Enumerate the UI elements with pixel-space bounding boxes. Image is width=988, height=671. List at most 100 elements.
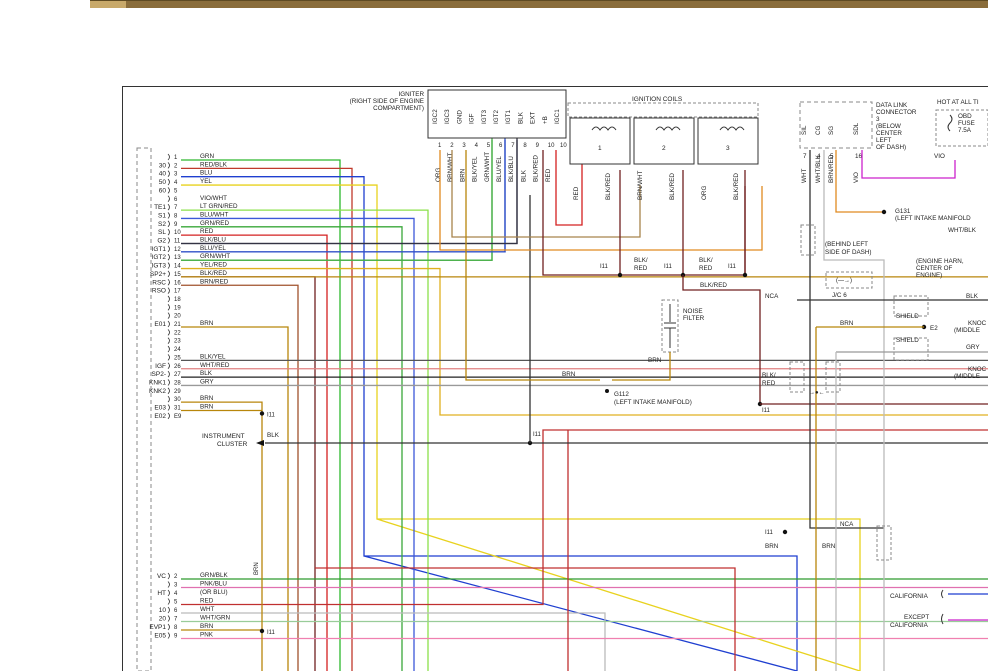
coil-winding-icon <box>655 126 681 131</box>
pin-bracket <box>167 354 170 361</box>
igniter-pin-num: 9 <box>536 143 540 149</box>
ecm-pin-11: 11 <box>174 239 181 245</box>
dlc-title: DATA LINK <box>876 102 908 109</box>
ecm-wire-row-10 <box>181 234 328 671</box>
ecm-pin-7: 7 <box>174 617 178 623</box>
instrument-wire-label: BLK <box>267 432 280 439</box>
ecm-wire-label: BLK/BLU <box>200 237 226 244</box>
igniter-title: COMPARTMENT) <box>373 105 424 112</box>
arrow-icon <box>256 440 264 446</box>
ecm-pin-23: 23 <box>174 339 181 345</box>
ecm-signal-20: 20 <box>159 616 167 623</box>
igniter-wire-label: RED <box>545 168 552 182</box>
splice-wire-label: RED <box>634 265 648 272</box>
ecm-wire-label: (OR BLU) <box>200 589 228 596</box>
igniter-pin-num: 4 <box>475 143 479 149</box>
knock-label: (MIDDLE <box>954 327 980 334</box>
ecm-pin-5: 5 <box>174 600 178 606</box>
coils-title: IGNITION COILS <box>632 96 683 103</box>
igniter-wire-label: BLK <box>520 169 527 182</box>
ecm-wire-label: GRN/WHT <box>200 253 230 260</box>
ecm-signal-10: 10 <box>159 607 167 614</box>
ecm-wire-label: BLK <box>200 370 213 377</box>
knock-label: KNOC <box>968 320 987 327</box>
coil-box-3 <box>697 117 759 165</box>
igniter-pin-igf: IGF <box>469 113 476 124</box>
ecm-wire-row-3 <box>181 176 798 671</box>
wire-brn-red <box>835 150 884 213</box>
igniter-pin-igt1: IGT1 <box>505 110 512 124</box>
igniter-pin-igt2: IGT2 <box>493 110 500 124</box>
ground-g131-wire: WHT/BLK <box>948 227 977 234</box>
obd-wire-label: VIO <box>934 153 945 160</box>
dlc-wire-label: VIO <box>853 172 860 183</box>
igniter-wire-label: BLK/RED <box>533 155 540 182</box>
obd-fuse-label: OBD <box>958 113 972 120</box>
ground-bus <box>181 401 263 671</box>
knock-wire-gry: GRY <box>966 344 980 351</box>
pin-bracket <box>167 212 170 219</box>
igniter-pin-num: 5 <box>487 143 491 149</box>
splice-wire-label: BLK/ <box>634 257 648 264</box>
dlc-title: 3 <box>876 116 880 123</box>
coil-wire-label: RED <box>573 186 580 200</box>
coil-wire-label: BLK/RED <box>733 173 740 200</box>
right-wire-brn: BRN <box>765 543 779 550</box>
engine-harness-label: (ENGINE HARN, <box>916 258 964 265</box>
dlc-pin-num: 16 <box>855 153 863 160</box>
ecm-signal-sp2+: SP2+ <box>150 271 166 278</box>
ecm-wire-row-9 <box>181 226 403 671</box>
pin-bracket <box>167 395 170 403</box>
ecm-wire-label: RED <box>200 228 214 235</box>
splice-wire-label: RED <box>762 380 776 387</box>
jc6-location: (BEHIND LEFT <box>825 241 868 248</box>
ecm-signal-rso: RSO <box>152 288 166 295</box>
ecm-pin-30: 30 <box>174 397 181 403</box>
instrument-cluster-label: CLUSTER <box>217 441 248 448</box>
splice-label: I11 <box>267 413 276 419</box>
pin-bracket <box>167 362 170 370</box>
wire-filter-brn <box>612 352 671 381</box>
pin-bracket <box>167 162 170 169</box>
ecm-signal-vc: VC <box>157 573 166 580</box>
ecm-pin-18: 18 <box>174 297 181 303</box>
ecm-wire-row-2 <box>181 167 353 671</box>
splice-label: I11 <box>267 630 276 636</box>
dlc-title: CENTER <box>876 130 902 137</box>
ecm-wire-label: LT GRN/RED <box>200 203 238 210</box>
ecm-pin-27: 27 <box>174 372 181 378</box>
ecm-signal-te1: TE1 <box>154 204 166 211</box>
dlc-pin-num: 7 <box>803 153 807 160</box>
jc6-location: SIDE OF DASH) <box>825 249 872 256</box>
ecm-wire-label: RED/BLK <box>200 161 228 168</box>
pin-bracket <box>167 379 170 386</box>
igniter-pin-num: 7 <box>511 143 515 149</box>
pin-bracket <box>167 195 170 203</box>
right-wire-brn: BRN <box>822 543 836 550</box>
igniter-pin-num: 1 <box>438 143 442 149</box>
ecm-pin-29: 29 <box>174 389 181 395</box>
ecm-wire-label: GRN/BLK <box>200 572 228 579</box>
ecm-signal-igf: IGF <box>155 363 166 370</box>
ecm-signal-50: 50 <box>159 179 167 186</box>
data-link-outline <box>799 101 873 149</box>
e2-label: E2 <box>930 325 938 332</box>
ecm-wire-label: BLK/YEL <box>200 353 226 360</box>
ecm-wire-label: BLU/WHT <box>200 211 228 218</box>
ground-g131-location: (LEFT INTAKE MANIFOLD <box>895 215 971 222</box>
wire-brn-igniter <box>465 150 600 381</box>
pin-bracket <box>167 245 170 253</box>
ecm-signal-40: 40 <box>159 171 167 178</box>
knock-label: KNOC <box>968 366 987 373</box>
ecm-signal-s1: S1 <box>158 212 166 219</box>
pin-bracket <box>167 262 170 269</box>
wire-red-b5 <box>181 429 988 606</box>
splice-wire-label: BLK/RED <box>700 282 727 289</box>
ecm-signal-60: 60 <box>159 187 167 194</box>
ecm-wire-label: BRN/RED <box>200 278 229 285</box>
ecm-signal-igt3: IGT3 <box>152 263 167 270</box>
toolbar-tab[interactable] <box>90 1 126 8</box>
ecm-signal-sp2-: SP2- <box>152 371 166 378</box>
ecm-pin-10: 10 <box>174 230 181 236</box>
igniter-pin-igt3: IGT3 <box>481 110 488 124</box>
